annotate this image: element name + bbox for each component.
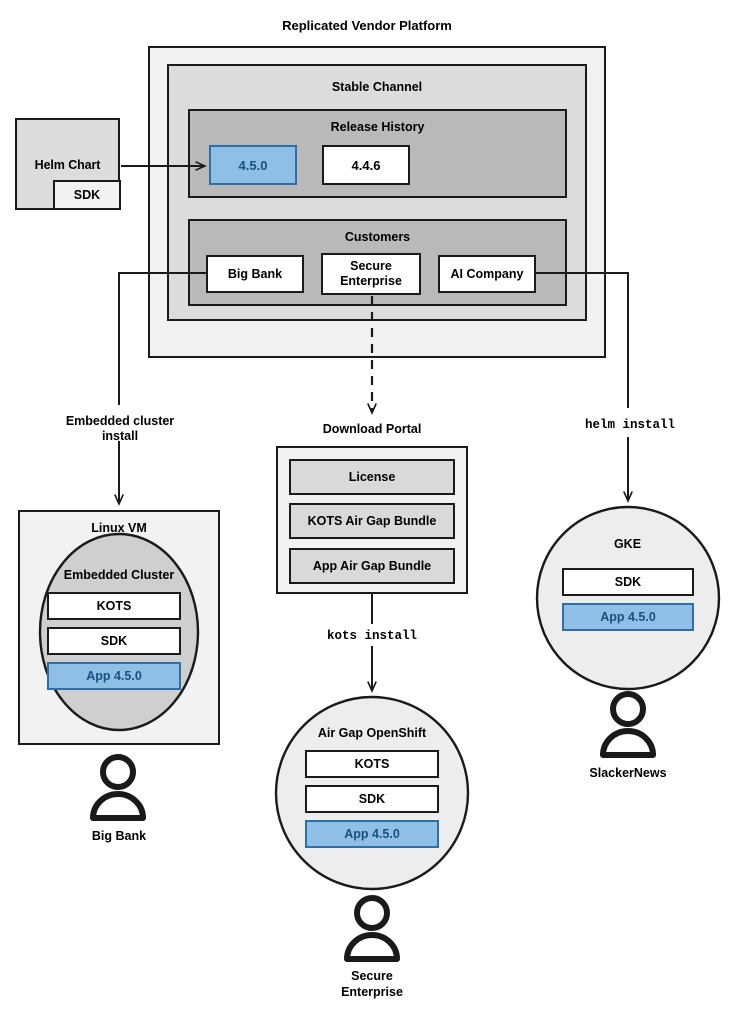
stable-channel-title: Stable Channel — [331, 80, 423, 94]
release-version-label: 4.4.6 — [351, 157, 381, 173]
component-kots-top[interactable]: KOTS — [305, 750, 439, 778]
component-app-top[interactable]: App 4.5.0 — [305, 820, 439, 848]
component-label: App 4.5.0 — [600, 610, 656, 624]
component-kots-top[interactable]: KOTS — [47, 592, 181, 620]
artifact-label: App Air Gap Bundle — [312, 559, 432, 573]
persona-label-big-bank: Big Bank — [91, 829, 147, 843]
component-sdk-top[interactable]: SDK — [305, 785, 439, 813]
artifact-kots-air-gap-bundle[interactable]: KOTS Air Gap Bundle — [289, 503, 455, 539]
edge-label-kots-install: kots install — [326, 629, 417, 643]
component-sdk-top[interactable]: SDK — [562, 568, 694, 596]
customer-name-label: Big Bank — [227, 267, 283, 281]
artifact-license[interactable]: License — [289, 459, 455, 495]
helm-chart-sdk-box[interactable]: SDK — [53, 180, 121, 210]
persona-label-slackernews: SlackerNews — [589, 766, 667, 780]
edge-label-embedded-cluster-install-line2: install — [101, 429, 139, 443]
person-icon — [600, 691, 656, 758]
release-card-4-5-0[interactable]: 4.5.0 — [209, 145, 297, 185]
artifact-app-air-gap-bundle[interactable]: App Air Gap Bundle — [289, 548, 455, 584]
edge-label-helm-install: helm install — [584, 418, 675, 432]
component-app-top[interactable]: App 4.5.0 — [562, 603, 694, 631]
customer-card-secure-enterprise[interactable]: Secure Enterprise — [321, 253, 421, 295]
edge-label-embedded-cluster-install-line1: Embedded cluster — [65, 414, 175, 428]
component-label: KOTS — [354, 757, 390, 771]
customer-name-line1: Secure — [350, 259, 392, 273]
component-app-top[interactable]: App 4.5.0 — [47, 662, 181, 690]
component-label: App 4.5.0 — [344, 827, 400, 841]
customer-card-ai-company[interactable]: AI Company — [438, 255, 536, 293]
component-label: SDK — [358, 792, 386, 806]
persona-label-secure-enterprise-line2: Enterprise — [341, 985, 403, 999]
release-history-title: Release History — [330, 120, 425, 134]
component-label: App 4.5.0 — [86, 669, 142, 683]
person-icon — [344, 895, 400, 962]
persona-label-secure-enterprise-line1: Secure — [351, 969, 393, 983]
page-title: Replicated Vendor Platform — [282, 18, 452, 33]
air-gap-openshift-title-top: Air Gap OpenShift — [317, 726, 427, 740]
component-label: SDK — [100, 634, 128, 648]
gke-circle — [535, 505, 721, 691]
gke-title-top: GKE — [613, 537, 642, 551]
download-portal-title: Download Portal — [322, 422, 422, 436]
embedded-cluster-title-top: Embedded Cluster — [63, 568, 175, 582]
component-label: SDK — [614, 575, 642, 589]
artifact-label: License — [348, 470, 396, 484]
helm-chart-label: Helm Chart — [34, 158, 101, 172]
component-label: KOTS — [96, 599, 132, 613]
sdk-label: SDK — [73, 188, 101, 202]
customers-title: Customers — [344, 230, 411, 244]
component-sdk-top[interactable]: SDK — [47, 627, 181, 655]
customer-card-big-bank[interactable]: Big Bank — [206, 255, 304, 293]
linux-vm-title: Linux VM — [91, 521, 147, 535]
customer-name-line2: Enterprise — [340, 274, 402, 288]
release-version-label: 4.5.0 — [238, 157, 268, 173]
person-icon — [90, 754, 146, 821]
artifact-label: KOTS Air Gap Bundle — [307, 514, 437, 528]
release-card-4-4-6[interactable]: 4.4.6 — [322, 145, 410, 185]
customer-name-label: AI Company — [450, 267, 524, 281]
